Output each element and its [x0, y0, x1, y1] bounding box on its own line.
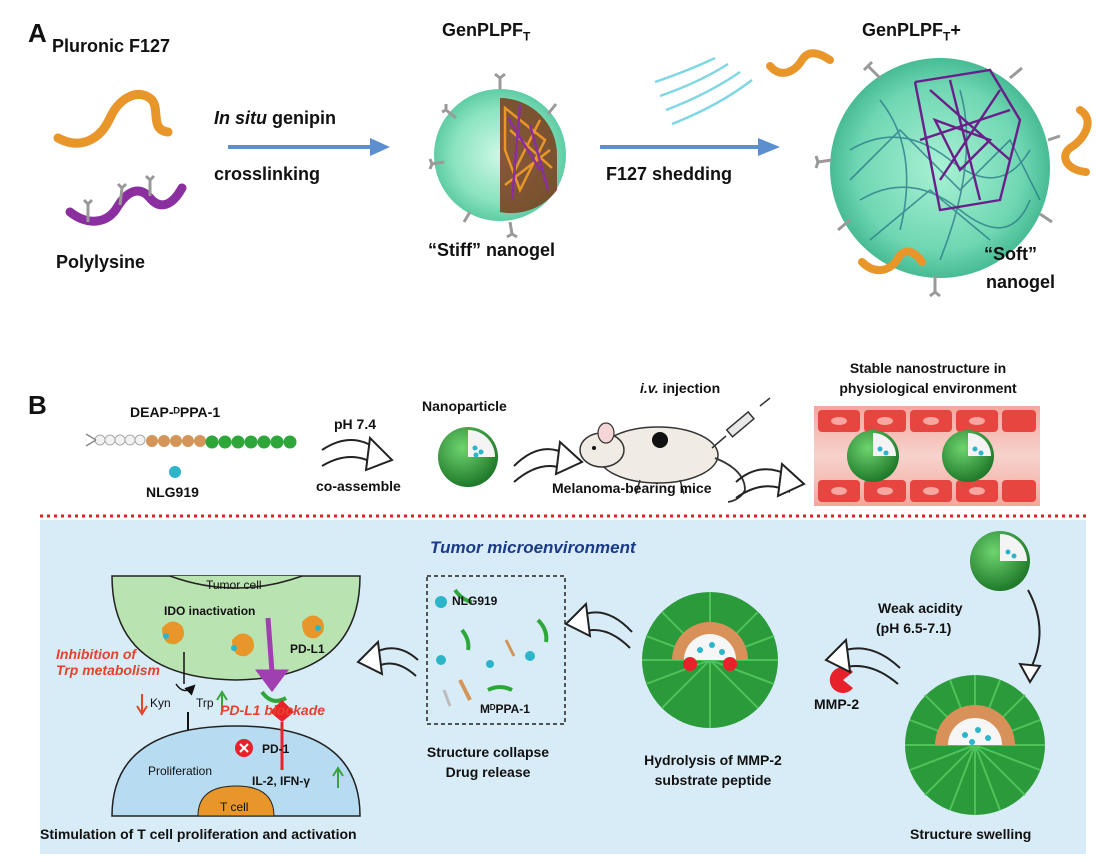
injection-label: i.v. injection — [640, 380, 721, 396]
t-cell-nucleus — [197, 785, 275, 817]
ido-label: IDO inactivation — [164, 604, 256, 618]
soft-nanogel-caption-1: “Soft” — [984, 244, 1037, 264]
hydrolysis-label-1: Hydrolysis of MMP-2 — [644, 752, 782, 768]
tumor-cell-label: Tumor cell — [206, 578, 262, 592]
ultrasound-waves — [654, 56, 753, 126]
kyn-label: Kyn — [150, 696, 171, 710]
mmp2-label: MMP-2 — [814, 696, 860, 712]
soft-nanogel — [814, 58, 1061, 298]
nanoparticle — [438, 427, 498, 487]
nanoparticle-label: Nanoparticle — [422, 398, 507, 414]
swelling-arrow — [1027, 589, 1041, 671]
stiff-nanogel — [428, 72, 566, 239]
collapse-label-2: Drug release — [445, 764, 531, 780]
drug-label: NLG919 — [146, 484, 199, 500]
shedding-label: F127 shedding — [606, 164, 733, 184]
tme-nanoparticle — [970, 531, 1030, 591]
drug-release-box — [426, 575, 566, 725]
polylysine-label: Polylysine — [56, 252, 146, 272]
proliferation-label: Proliferation — [148, 764, 213, 778]
hydrolysis-label-2: substrate peptide — [654, 772, 772, 788]
box-drug-label: NLG919 — [452, 594, 498, 608]
tme-title: Tumor microenvironment — [430, 538, 636, 557]
inhibition-label-1: Inhibition of — [56, 646, 137, 662]
stimulation-label: Stimulation of T cell proliferation and … — [40, 826, 357, 842]
pd1-label: PD-1 — [262, 742, 290, 756]
nlg919-dot — [169, 466, 181, 478]
t-cell — [111, 725, 361, 817]
swelling-label: Structure swelling — [910, 826, 1032, 842]
pdl1-label: PD-L1 — [290, 642, 325, 656]
tcell-label: T cell — [220, 800, 249, 814]
released-fragments — [435, 588, 549, 707]
swollen-structure — [905, 675, 1045, 815]
stiff-nanogel-name: GenPLPFT — [442, 20, 531, 44]
ido-enzymes — [162, 615, 324, 657]
trp-label: Trp — [196, 696, 214, 710]
stable-label-2: physiological environment — [839, 380, 1017, 396]
hydrolysis-structure — [642, 592, 778, 728]
weak-acidity-label-1: Weak acidity — [878, 600, 963, 616]
crosslinking-label-1: In situ genipin — [214, 108, 336, 128]
pdl1-blockade-label: PD-L1 blockade — [220, 702, 326, 718]
stable-label-1: Stable nanostructure in — [849, 360, 1007, 376]
mouse — [579, 422, 746, 503]
coassemble-label: co-assemble — [316, 478, 401, 494]
stiff-nanogel-caption: “Stiff” nanogel — [428, 240, 555, 260]
crosslinking-label-2: crosslinking — [214, 164, 321, 184]
tumor-cell — [111, 575, 361, 681]
peptide-label: DEAP-ᴰPPA-1 — [130, 404, 221, 420]
blood-vessel — [814, 406, 1040, 506]
pd1-receptor — [270, 700, 294, 722]
collapse-label-1: Structure collapse — [426, 744, 550, 760]
mmp2-enzyme — [829, 667, 853, 693]
panel-b-letter: B — [28, 390, 47, 420]
polylysine-strand — [65, 183, 187, 226]
soft-nanogel-name: GenPLPFT+ — [862, 20, 961, 44]
f127-strand — [53, 90, 173, 148]
cytokines-label: IL-2, IFN-γ — [252, 774, 311, 788]
pluronic-label: Pluronic F127 — [52, 36, 171, 56]
box-peptide-label: MᴰPPA-1 — [480, 702, 530, 716]
shed-f127-strands — [766, 49, 1092, 275]
inhibition-label-2: Trp metabolism — [56, 662, 160, 678]
ph-label: pH 7.4 — [334, 416, 377, 432]
syringe — [711, 397, 771, 449]
soft-nanogel-caption-2: nanogel — [986, 272, 1056, 292]
mice-label: Melanoma-bearing mice — [552, 480, 712, 496]
pdl1-receptor — [255, 617, 289, 693]
panel-a-letter: A — [28, 18, 47, 48]
peptide-chain — [85, 433, 297, 449]
weak-acidity-label-2: (pH 6.5-7.1) — [876, 620, 952, 636]
polylysine-side-groups — [82, 174, 156, 222]
